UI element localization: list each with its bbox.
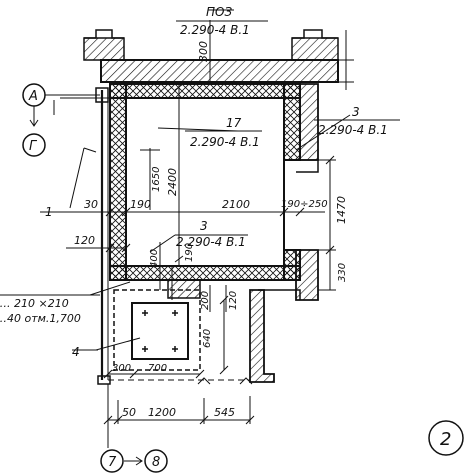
axis-g-label: Г bbox=[29, 139, 38, 154]
inner-callout-lower-label: 3 bbox=[200, 219, 208, 233]
top-callout-reference: 2.290-4 В.1 bbox=[180, 23, 250, 37]
dim-2400: 2400 bbox=[166, 168, 179, 196]
upper-right-wall bbox=[291, 37, 339, 61]
pit-block bbox=[167, 279, 201, 299]
right-callout-reference: 2.290-4 В.1 bbox=[318, 123, 388, 137]
dim-400: 400 bbox=[149, 249, 160, 268]
axis-8-label: 8 bbox=[152, 455, 160, 470]
dim-190-left: 190 bbox=[130, 198, 151, 211]
axis-a-label: А bbox=[28, 89, 38, 104]
dim-1650: 1650 bbox=[151, 167, 162, 192]
axis-a-circle bbox=[22, 83, 46, 107]
axis-markers bbox=[22, 83, 464, 473]
dim-190-250: 190÷250 bbox=[281, 199, 328, 210]
dim-30: 30 bbox=[84, 198, 98, 211]
dim-640: 640 bbox=[202, 329, 213, 348]
top-beam bbox=[100, 59, 339, 83]
shaft-wall-top bbox=[109, 83, 301, 99]
top-callout-label: ПОЗ bbox=[206, 5, 232, 19]
left-note-line-1: …. 210 ×210 bbox=[0, 297, 69, 310]
right-column-lower bbox=[295, 249, 319, 301]
lower-right-wall bbox=[249, 289, 275, 383]
inner-callout-upper-label: 17 bbox=[226, 116, 242, 130]
pit-box bbox=[131, 302, 189, 360]
dim-300-top: 300 bbox=[197, 41, 210, 62]
position-1-label: 1 bbox=[45, 205, 53, 219]
axis-g-circle bbox=[22, 133, 46, 157]
dim-190-mid: 190 bbox=[184, 243, 195, 262]
dimension-lines bbox=[0, 9, 400, 466]
sheet-marker-circle bbox=[428, 420, 464, 456]
axis-8-circle bbox=[144, 449, 168, 473]
axis-7-circle bbox=[100, 449, 124, 473]
position-4-label: 4 bbox=[72, 345, 80, 359]
right-callout-label: 3 bbox=[352, 105, 360, 119]
dim-1200: 1200 bbox=[148, 406, 176, 419]
dim-1470: 1470 bbox=[335, 196, 348, 224]
dim-300-bottom: 300 bbox=[112, 363, 131, 374]
left-note-line-2: …40 отм.1,700 bbox=[0, 312, 81, 325]
shaft-wall-bottom bbox=[109, 265, 301, 281]
axis-7-label: 7 bbox=[108, 455, 117, 470]
dim-700: 700 bbox=[148, 363, 167, 374]
dim-120-mid: 120 bbox=[228, 291, 239, 310]
right-column bbox=[299, 83, 319, 161]
inner-callout-lower-reference: 2.290-4 В.1 bbox=[176, 235, 246, 249]
dim-2100: 2100 bbox=[222, 198, 250, 211]
inner-callout-upper-reference: 2.290-4 В.1 bbox=[190, 135, 260, 149]
labels: ПОЗ 2.290-4 В.1 3 2.290-4 В.1 17 2.290-4… bbox=[0, 5, 451, 470]
structure bbox=[83, 29, 354, 385]
dim-120-left: 120 bbox=[74, 234, 95, 247]
sheet-marker: 2 bbox=[440, 429, 451, 450]
dim-545: 545 bbox=[214, 406, 235, 419]
dim-50: 50 bbox=[122, 406, 136, 419]
dim-200: 200 bbox=[200, 291, 211, 310]
dim-330: 330 bbox=[337, 263, 348, 282]
upper-left-wall bbox=[83, 37, 125, 61]
